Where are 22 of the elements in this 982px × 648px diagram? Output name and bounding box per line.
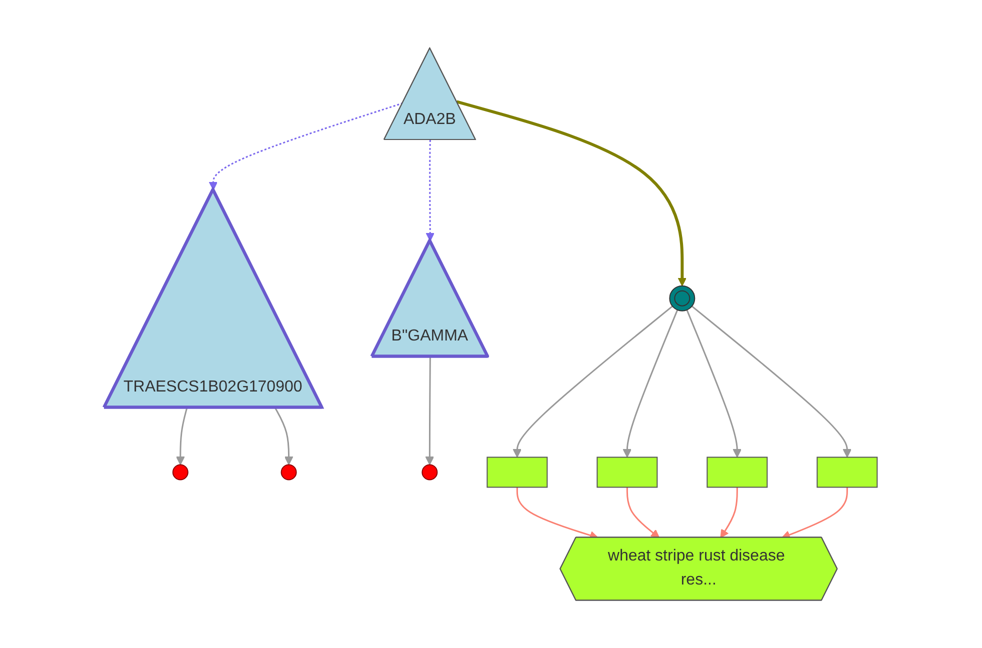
node-box bbox=[817, 456, 878, 488]
arrow bbox=[426, 356, 434, 466]
arrow bbox=[692, 306, 852, 458]
arrow bbox=[426, 140, 435, 242]
node-circle bbox=[172, 464, 189, 480]
arrow bbox=[274, 407, 294, 466]
node-circle bbox=[422, 464, 438, 480]
arrow bbox=[626, 487, 660, 538]
arrow bbox=[176, 407, 188, 466]
arrow bbox=[720, 487, 738, 538]
arrow bbox=[456, 100, 687, 286]
arrow bbox=[623, 310, 679, 458]
node-star bbox=[670, 285, 696, 312]
node-box bbox=[707, 456, 768, 488]
node-box bbox=[597, 456, 658, 488]
node-box bbox=[487, 456, 548, 488]
arrow bbox=[513, 306, 674, 458]
arrow bbox=[516, 487, 599, 540]
arrow bbox=[209, 102, 404, 190]
arrow bbox=[686, 310, 742, 458]
node-circle bbox=[281, 464, 298, 480]
arrow bbox=[782, 487, 848, 539]
